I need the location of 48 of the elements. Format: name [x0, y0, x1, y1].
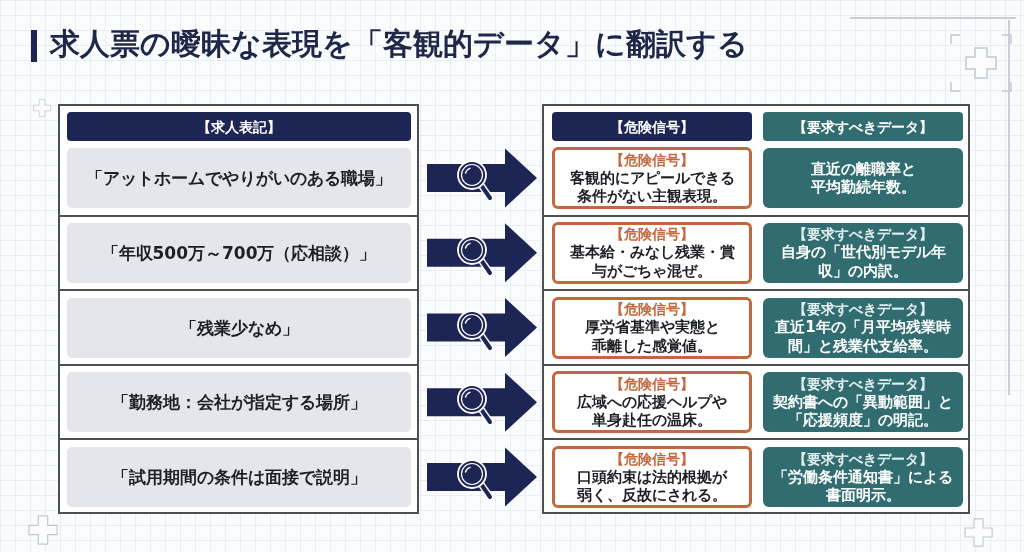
warning-card — [552, 147, 752, 209]
warning-heading: 【危険信号】 — [610, 150, 694, 169]
column-heading: 【要求すべきデータ】 — [793, 117, 933, 136]
data-card — [763, 297, 963, 358]
warning-card — [552, 446, 752, 508]
table-panel — [542, 104, 970, 514]
table-panel — [58, 104, 419, 514]
data-text: 自身の「世代別モデル年収」の内訳。 — [779, 243, 947, 281]
quoted-phrase: 「年収500万～700万（応相談）」 — [101, 241, 377, 264]
data-heading: 【要求すべきデータ】 — [793, 374, 933, 393]
warning-text: 厚労省基準や実態と乖離した感覚値。 — [583, 318, 721, 355]
data-text: 契約書への「異動範囲」と「応援頻度」の明記。 — [772, 392, 954, 430]
phrase-card — [67, 148, 411, 208]
phrase-card — [67, 447, 411, 507]
warning-text: 客観的にアピールできる条件がない主観表現。 — [568, 168, 736, 206]
warning-card — [552, 221, 752, 284]
phrase-card — [67, 222, 411, 283]
column-heading: 【危険信号】 — [610, 117, 694, 136]
title: 求人票の曖昧な表現を「客観的データ」に翻訳する — [50, 26, 748, 62]
phrase-card — [67, 372, 411, 433]
data-card — [763, 148, 963, 208]
data-heading: 【要求すべきデータ】 — [793, 225, 933, 244]
data-heading: 【要求すべきデータ】 — [793, 300, 933, 318]
column-header-bar — [67, 112, 411, 141]
warning-text: 基本給・みなし残業・賞与がごちゃ混ぜ。 — [568, 243, 736, 281]
warning-heading: 【危険信号】 — [610, 300, 694, 318]
quoted-phrase: 「残業少なめ」 — [179, 316, 299, 339]
warning-card — [552, 296, 752, 359]
data-card — [763, 372, 963, 433]
quoted-phrase: 「試用期間の条件は面接で説明」 — [111, 466, 367, 488]
column-header-bar — [552, 112, 752, 141]
data-card — [763, 447, 963, 507]
quoted-phrase: 「アットホームでやりがいのある職場」 — [86, 167, 392, 189]
data-heading: 【要求すべきデータ】 — [793, 449, 933, 468]
warning-card — [552, 371, 752, 434]
column-header-bar — [763, 112, 963, 141]
quoted-phrase: 「勤務地：会社が指定する場所」 — [111, 391, 367, 414]
phrase-card — [67, 297, 411, 358]
column-heading: 【求人表記】 — [197, 117, 281, 136]
warning-text: 広域への応援ヘルプや単身赴任の温床。 — [576, 392, 728, 430]
warning-heading: 【危険信号】 — [610, 449, 694, 468]
warning-heading: 【危険信号】 — [610, 225, 694, 244]
warning-text: 口頭約束は法的根拠が弱く、反故にされる。 — [576, 467, 729, 505]
data-card — [763, 222, 963, 283]
data-text: 「労働条件通知書」による書面明示。 — [772, 467, 954, 505]
data-text: 直近の離職率と平均勤続年数。 — [809, 159, 917, 197]
warning-heading: 【危険信号】 — [610, 374, 694, 393]
data-text: 直近1年の「月平均残業時間」と残業代支給率。 — [774, 318, 952, 355]
